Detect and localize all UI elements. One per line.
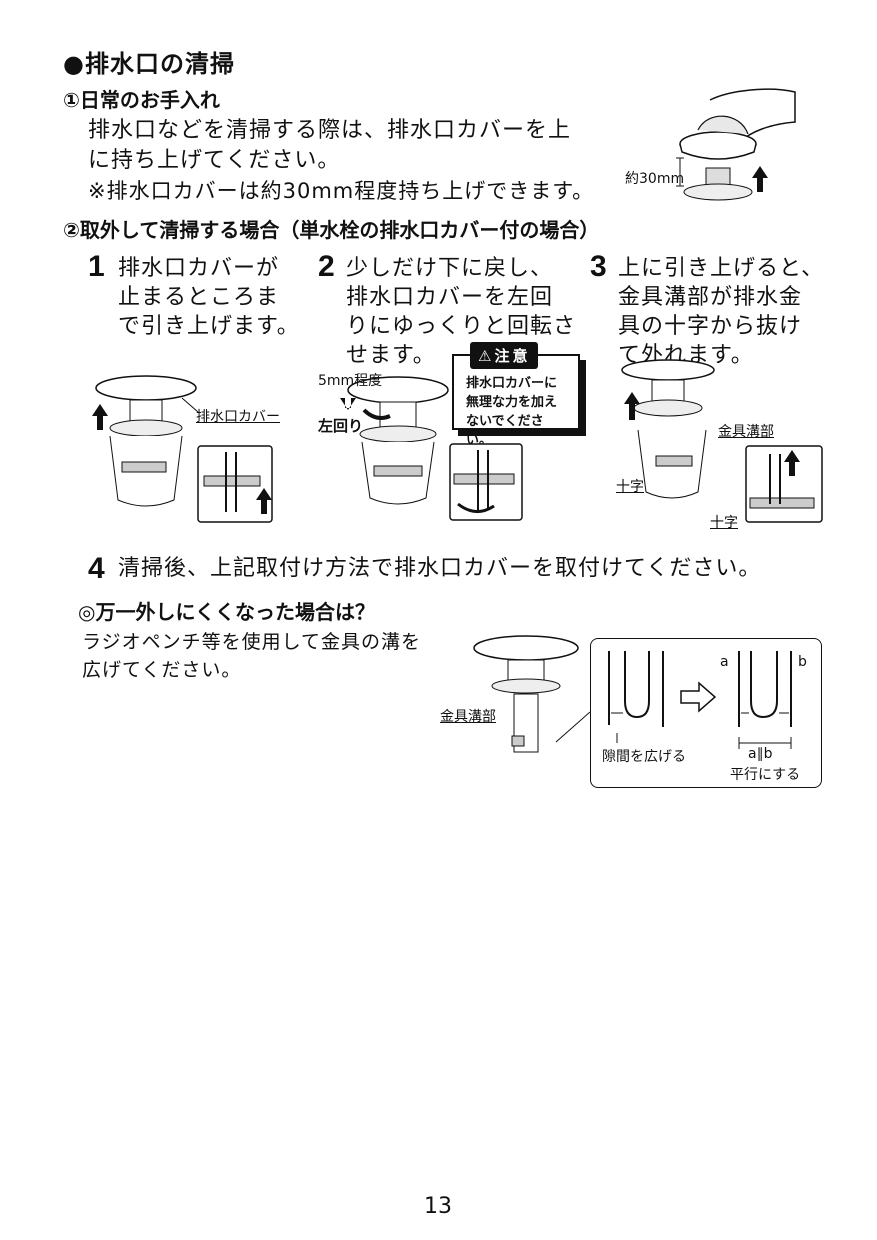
label-a: a xyxy=(720,654,729,670)
label-a-parallel-b: a∥b xyxy=(748,746,773,762)
label-parallel: 平行にする xyxy=(730,767,801,783)
step-2-line-1: 少しだけ下に戻し、 xyxy=(346,256,554,281)
section-title: ●排水口の清掃 xyxy=(63,50,235,78)
trouble-line-2: 広げてください。 xyxy=(82,659,242,681)
fig1-label: 排水口カバー xyxy=(196,409,280,425)
groove-widen-diagram xyxy=(608,651,792,749)
step-2-illustration xyxy=(340,376,523,521)
daily-heading: ①日常のお手入れ xyxy=(63,88,220,112)
step-4-text: 清掃後、上記取付け方法で排水口カバーを取付けてください。 xyxy=(118,556,762,581)
step-3-line-3: 具の十字から抜け xyxy=(618,314,803,339)
trouble-detail-box xyxy=(590,638,822,788)
step-3-line-1: 上に引き上げると、 xyxy=(618,256,825,281)
step-2-line-3: りにゆっくりと回転さ xyxy=(346,314,577,339)
step-2-line-4: せます。 xyxy=(346,343,436,368)
caution-title: ⚠注意 xyxy=(470,342,539,369)
label-widen: 隙間を広げる xyxy=(602,749,686,765)
step-4-number: 4 xyxy=(88,552,105,585)
step-1-line-3: で引き上げます。 xyxy=(118,314,300,339)
fig3-label-cross: 十字 xyxy=(616,479,644,495)
label-b: b xyxy=(798,654,807,670)
trouble-drain-illustration xyxy=(473,635,590,753)
step-3-line-2: 金具溝部が排水金 xyxy=(618,285,803,310)
removal-heading: ②取外して清掃する場合（単水栓の排水口カバー付の場合） xyxy=(63,218,600,242)
daily-line-3: ※排水口カバーは約30mm程度持ち上げできます。 xyxy=(88,179,595,203)
step-1-line-1: 排水口カバーが xyxy=(118,256,280,281)
trouble-fig-label-groove: 金具溝部 xyxy=(440,709,496,725)
fig3-label-cross-detail: 十字 xyxy=(710,515,738,531)
trouble-heading: ◎万一外しにくくなった場合は？ xyxy=(78,600,376,624)
step-1-number: 1 xyxy=(88,250,105,283)
step-1-illustration xyxy=(92,375,273,523)
step-3-illustration xyxy=(621,359,823,523)
trouble-line-1: ラジオペンチ等を使用して金具の溝を xyxy=(82,631,422,653)
fig2-label-left: 左回り xyxy=(318,417,364,435)
fig2-label-top: 5mm程度 xyxy=(318,373,383,389)
daily-line-1: 排水口などを清掃する際は、排水口カバーを上 xyxy=(88,118,572,143)
daily-lift-illustration xyxy=(676,88,796,201)
step-3-number: 3 xyxy=(590,250,607,283)
step-2-line-2: 排水口カバーを左回 xyxy=(346,285,554,310)
daily-line-2: に持ち上げてください。 xyxy=(88,148,341,173)
step-1-line-2: 止まるところま xyxy=(118,285,280,310)
fig3-label-groove: 金具溝部 xyxy=(718,424,774,440)
daily-fig-label: 約30mm xyxy=(625,171,685,187)
step-2-number: 2 xyxy=(318,250,335,283)
page-number: 13 xyxy=(424,1194,452,1219)
caution-line-2: 無理な力を加え xyxy=(466,395,558,410)
caution-line-1: 排水口カバーに xyxy=(466,376,558,391)
